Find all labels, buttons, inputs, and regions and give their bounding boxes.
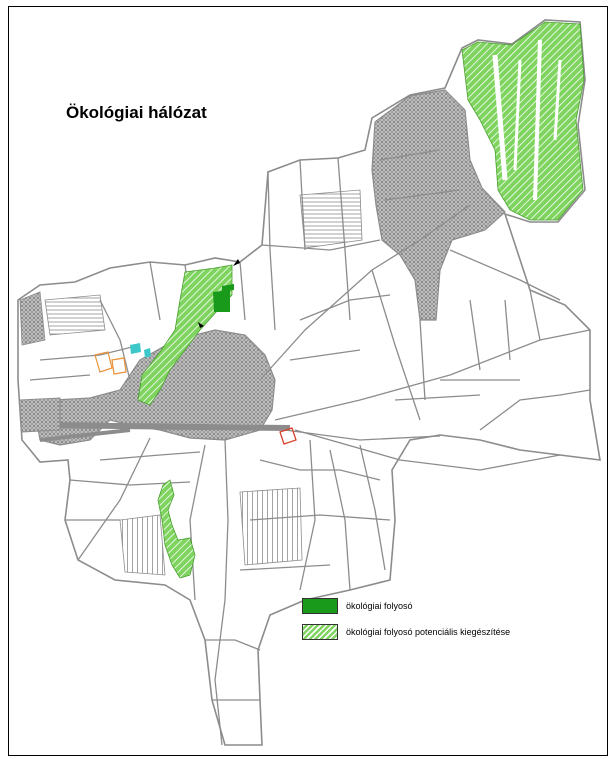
arrow-marks [198,259,240,328]
corridor-patch-north [213,290,230,312]
corridor-potential-northeast [461,21,585,221]
legend-swatch-hatched [302,624,338,640]
legend-item-corridor: ökológiai folyosó [302,597,510,615]
map-frame [8,6,608,756]
map-legend: ökológiai folyosó ökológiai folyosó pote… [302,597,510,649]
road-network [29,149,591,746]
legend-swatch-solid [302,598,338,614]
corridor-potential-areas [137,21,585,579]
corridor-potential-south [157,479,196,579]
highlight-marks [94,343,297,445]
legend-item-corridor-potential: ökológiai folyosó potenciális kiegészíté… [302,623,510,641]
map-title: Ökológiai hálózat [66,103,207,122]
northeast-settlement-network [371,89,506,321]
legend-label: ökológiai folyosó [346,601,413,611]
corridor-patch-small [222,284,234,291]
legend-label: ökológiai folyosó potenciális kiegészíté… [346,627,511,637]
corridor-areas [213,284,234,312]
corridor-potential-town [137,264,233,406]
